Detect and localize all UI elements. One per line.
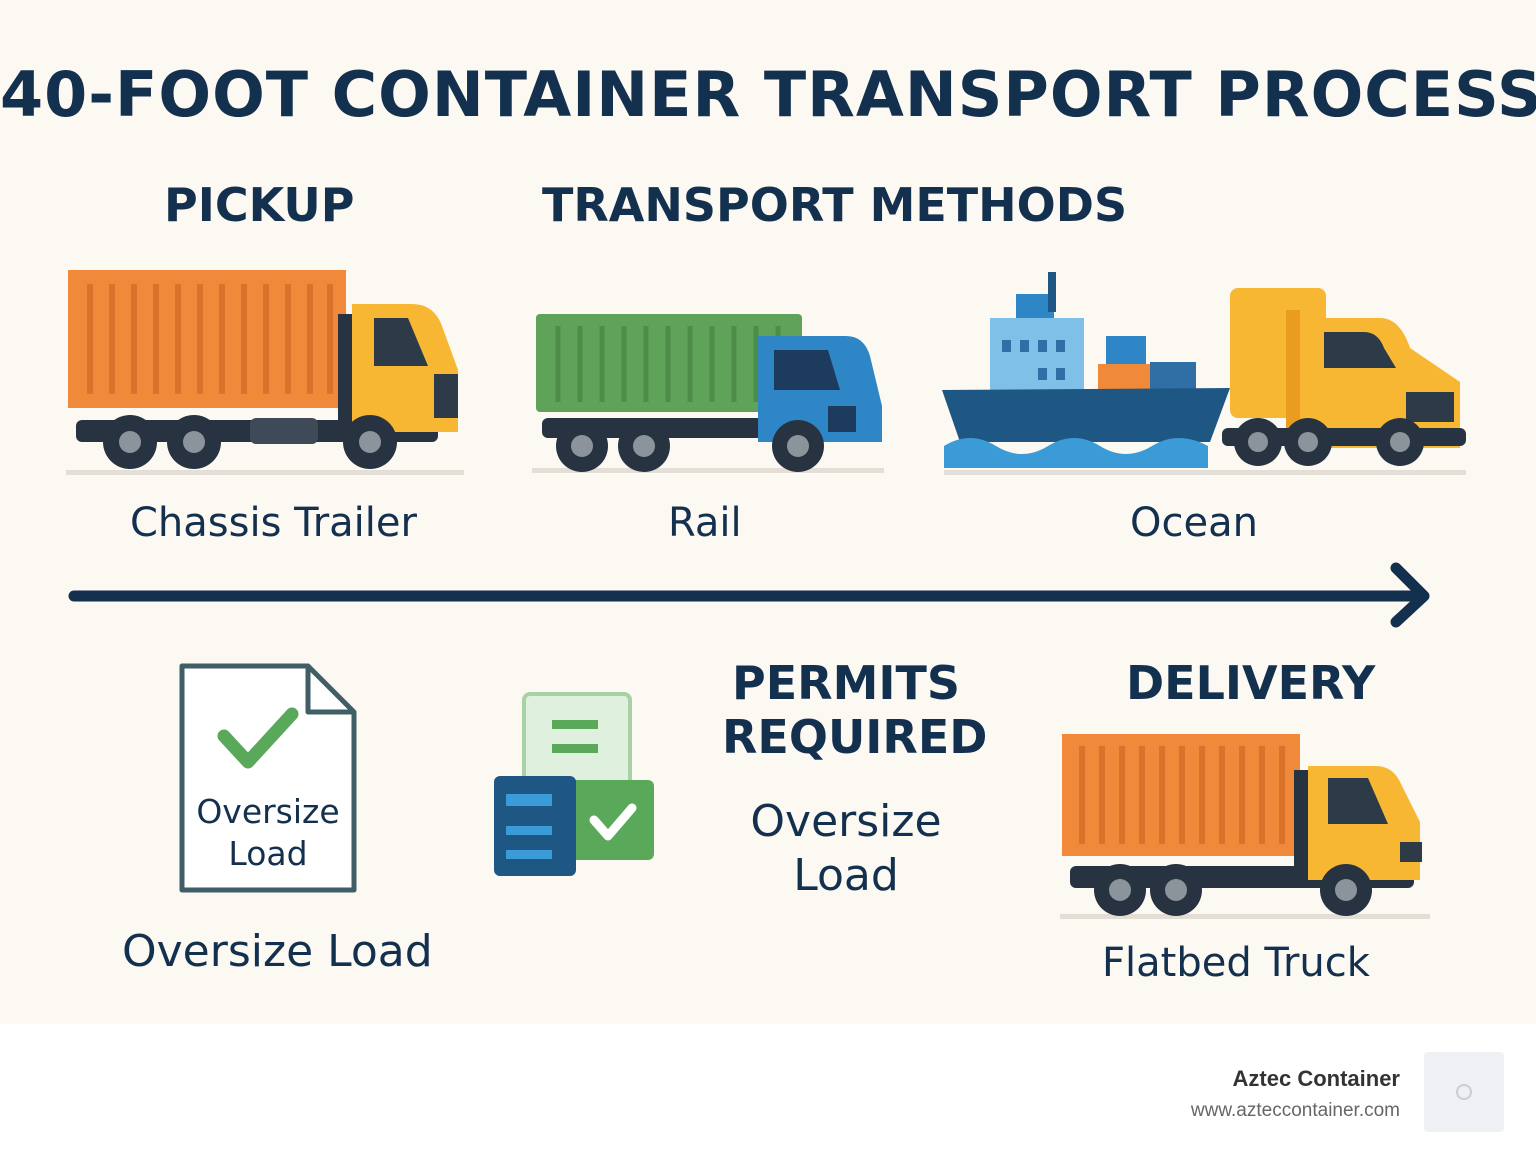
pickup-heading: PICKUP	[164, 178, 355, 232]
oversize-load-label: Oversize Load	[122, 926, 433, 977]
delivery-label: Flatbed Truck	[1102, 940, 1370, 986]
pickup-label: Chassis Trailer	[130, 500, 417, 546]
arrow-right-icon	[68, 562, 1430, 628]
delivery-heading: DELIVERY	[1126, 656, 1376, 710]
truck-icon	[66, 270, 464, 475]
logo-icon	[1456, 1084, 1472, 1100]
ship-icon	[942, 272, 1466, 475]
rail-label: Rail	[668, 500, 742, 546]
brand-url[interactable]: www.azteccontainer.com	[1190, 1100, 1400, 1121]
document-text-line1: Oversize	[196, 792, 340, 831]
page-title: 40-FOOT CONTAINER TRANSPORT PROCESS	[0, 58, 1536, 131]
transport-methods-heading: TRANSPORT METHODS	[542, 178, 1128, 232]
infographic-canvas: 40-FOOT CONTAINER TRANSPORT PROCESS PICK…	[0, 0, 1536, 1024]
document-text-line2: Load	[228, 834, 308, 873]
footer: Aztec Container www.azteccontainer.com	[0, 1024, 1536, 1154]
rail-truck-icon	[532, 314, 884, 473]
permits-icon	[494, 692, 654, 876]
permits-heading-line2: REQUIRED	[722, 710, 988, 764]
permits-text-line2: Load	[793, 850, 899, 901]
brand-logo	[1424, 1052, 1504, 1132]
brand-name: Aztec Container	[1232, 1066, 1400, 1091]
ocean-label: Ocean	[1130, 500, 1258, 546]
document-check-icon	[179, 663, 357, 893]
delivery-truck-icon	[1060, 734, 1430, 919]
permits-text-line1: Oversize	[750, 796, 942, 847]
permits-heading-line1: PERMITS	[732, 656, 960, 710]
